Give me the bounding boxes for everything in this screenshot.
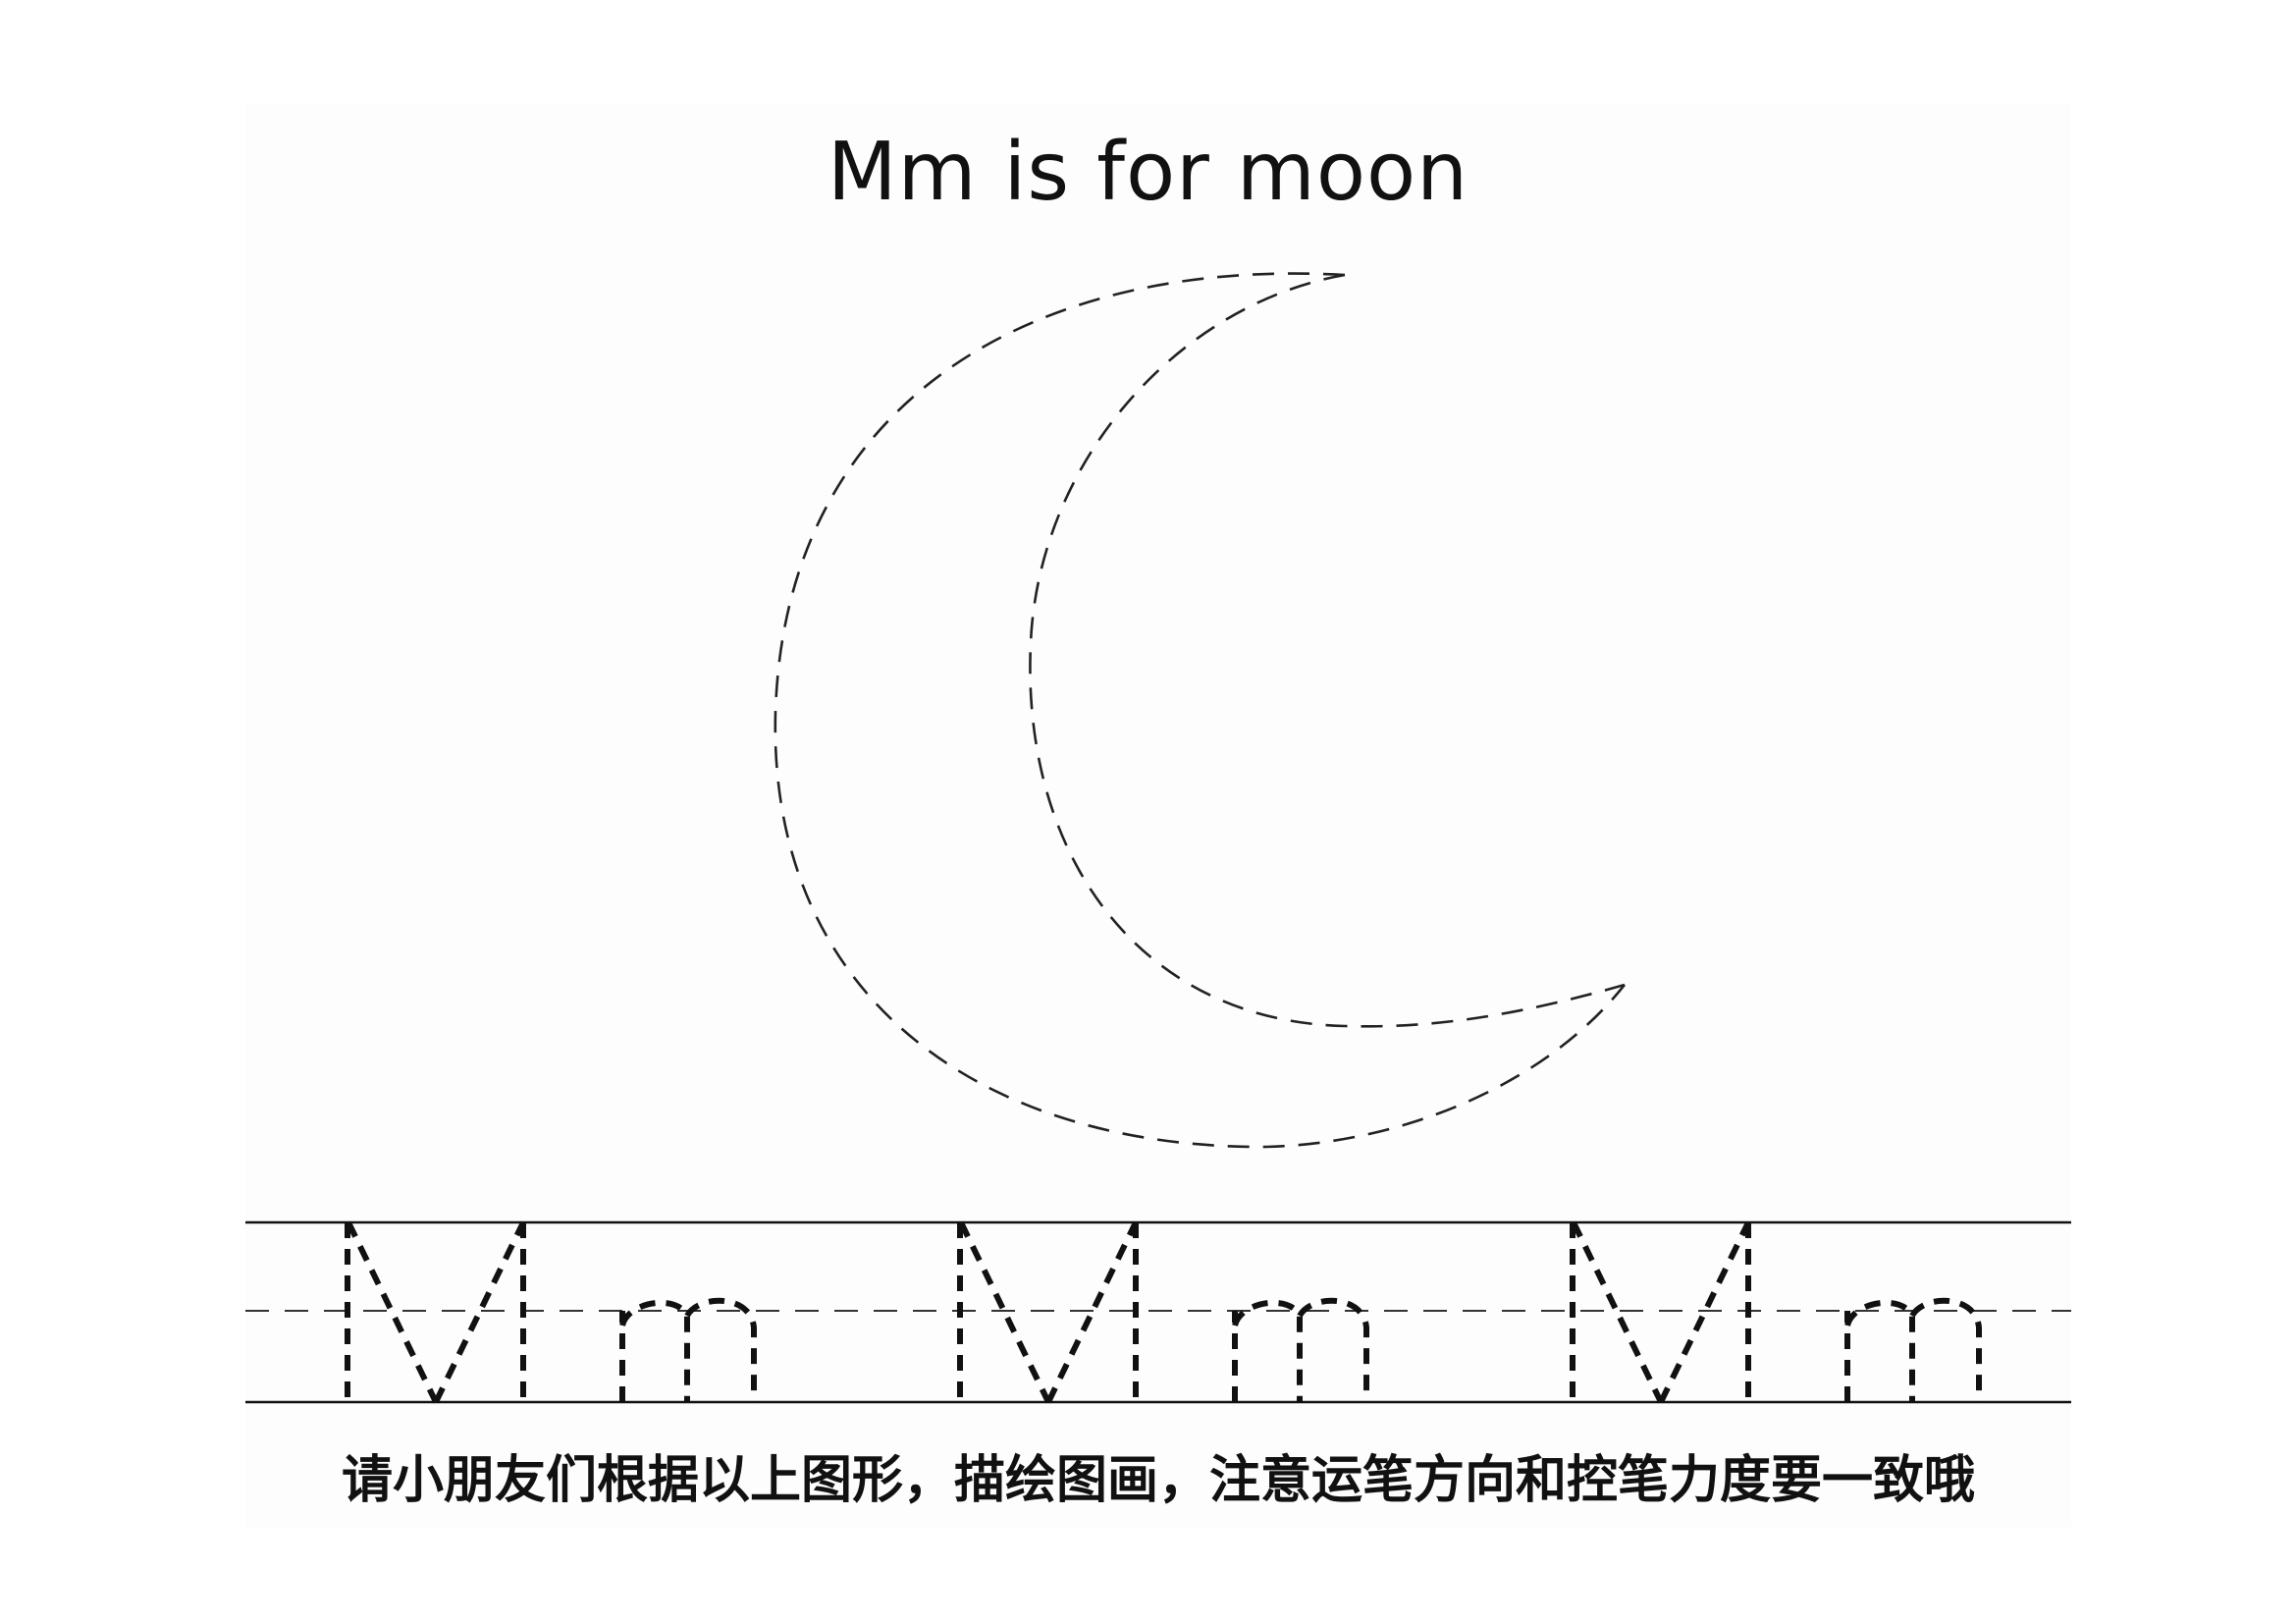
worksheet-page [245, 103, 2071, 1527]
letter-group-1 [345, 1220, 757, 1404]
trace-letter-uppercase-m [957, 1220, 1139, 1404]
moon-outer-curve [774, 272, 1627, 1149]
worksheet-instruction: 请小朋友们根据以上图形，描绘图画，注意运笔方向和控笔力度要一致哦 [341, 1451, 1975, 1510]
trace-letter-lowercase-m [619, 1297, 757, 1402]
trace-letter-uppercase-m [1570, 1220, 1751, 1404]
trace-letter-lowercase-m [1844, 1297, 1982, 1402]
handwriting-guide-lines [245, 1220, 2071, 1404]
trace-letter-uppercase-m [345, 1220, 526, 1404]
crescent-moon-outline [774, 272, 1627, 1149]
letter-group-3 [1570, 1220, 1982, 1404]
letter-group-2 [957, 1220, 1369, 1404]
worksheet-title: Mm is for moon [827, 126, 1469, 219]
trace-letter-lowercase-m [1232, 1297, 1369, 1402]
moon-inner-curve [1029, 273, 1626, 1028]
